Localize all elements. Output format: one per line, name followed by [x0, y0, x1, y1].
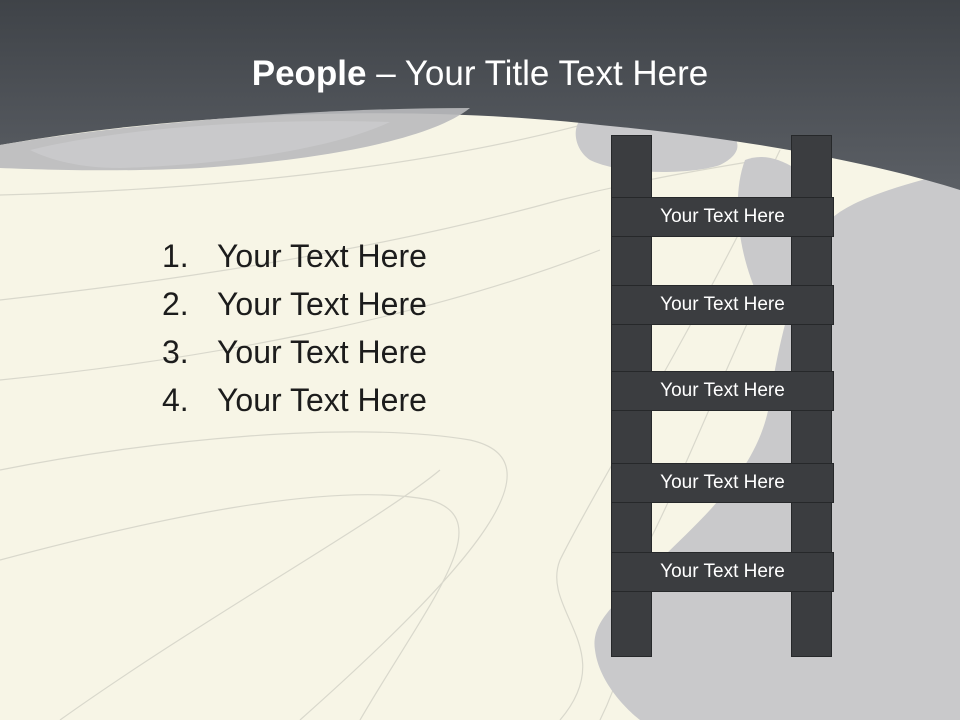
list-item: 4. Your Text Here	[155, 376, 427, 424]
list-item: 2. Your Text Here	[155, 280, 427, 328]
ladder-rung-2: Your Text Here	[611, 285, 834, 325]
list-text: Your Text Here	[217, 238, 427, 274]
ladder-rung-3: Your Text Here	[611, 371, 834, 411]
ladder-graphic: Your Text Here Your Text Here Your Text …	[611, 135, 834, 658]
ladder-rung-1: Your Text Here	[611, 197, 834, 237]
slide-title: People – Your Title Text Here	[0, 52, 960, 96]
list-text: Your Text Here	[217, 286, 427, 322]
list-text: Your Text Here	[217, 334, 427, 370]
header-band	[0, 0, 960, 190]
list-item: 3. Your Text Here	[155, 328, 427, 376]
title-bold: People	[251, 54, 367, 93]
numbered-list: 1. Your Text Here 2. Your Text Here 3. Y…	[155, 232, 427, 424]
list-text: Your Text Here	[217, 382, 427, 418]
ladder-rung-5: Your Text Here	[611, 552, 834, 592]
title-rest: – Your Title Text Here	[366, 54, 709, 93]
list-number: 4.	[162, 382, 189, 418]
list-number: 2.	[162, 286, 189, 322]
list-item: 1. Your Text Here	[155, 232, 427, 280]
ladder-rung-4: Your Text Here	[611, 463, 834, 503]
list-number: 3.	[162, 334, 189, 370]
list-number: 1.	[162, 238, 189, 274]
